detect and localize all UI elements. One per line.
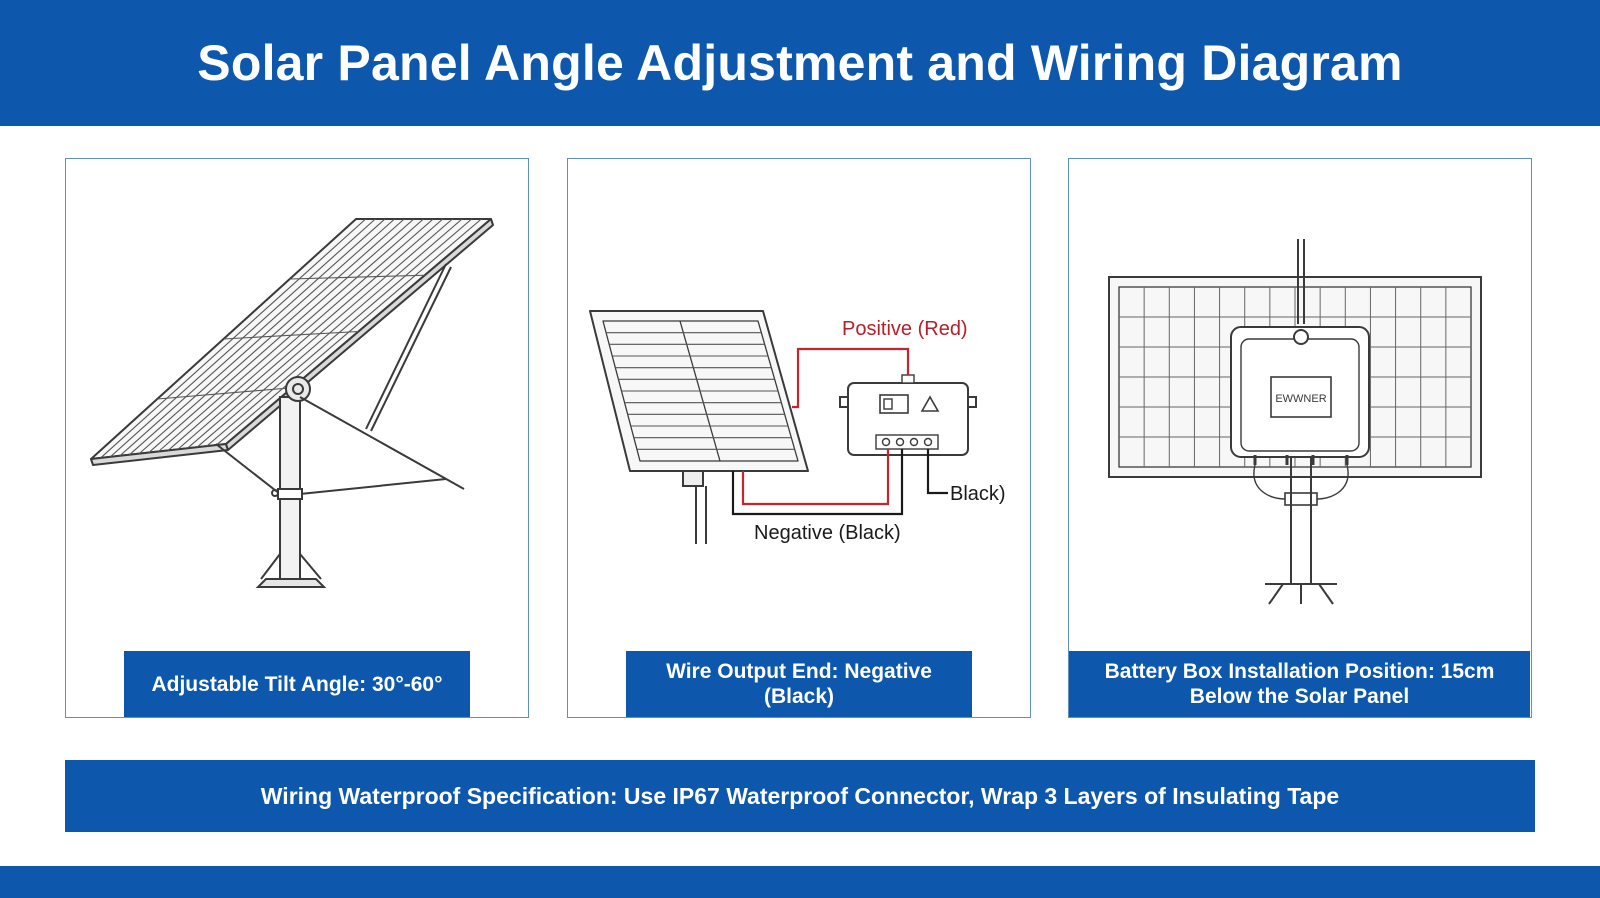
panel-battery-box: EWWNER Battery Box Installation Position… — [1068, 158, 1532, 718]
solar-cell-line — [157, 387, 293, 400]
battery-box-label: EWWNER — [1275, 393, 1326, 405]
page-title: Solar Panel Angle Adjustment and Wiring … — [197, 35, 1403, 91]
tilt-angle-caption-text: Adjustable Tilt Angle: 30°-60° — [151, 672, 443, 696]
negative-label: Negative (Black) — [754, 522, 901, 544]
wiring-illustration: Positive (Red) Black) Negative (Black) — [589, 310, 1006, 544]
tilt-stand-illustration — [90, 218, 494, 588]
battery-position-caption-line1: Battery Box Installation Position: 15cm — [1104, 660, 1495, 683]
wire-output-caption: Wire Output End: Negative (Black) — [626, 651, 972, 717]
waterproof-spec-banner: Wiring Waterproof Specification: Use IP6… — [65, 760, 1535, 832]
bottom-strip — [0, 866, 1600, 898]
panel-wiring: Positive (Red) Black) Negative (Black) W… — [567, 158, 1031, 718]
battery-position-caption: Battery Box Installation Position: 15cm … — [1069, 651, 1530, 717]
battery-position-caption-line2: Below the Solar Panel — [1189, 685, 1410, 708]
solar-cell-line — [289, 274, 425, 280]
positive-label: Positive (Red) — [842, 318, 968, 340]
tilt-angle-caption: Adjustable Tilt Angle: 30°-60° — [124, 651, 470, 717]
panel-tilt-angle: Adjustable Tilt Angle: 30°-60° — [65, 158, 529, 718]
black-label: Black) — [950, 483, 1006, 505]
battery-box-illustration: EWWNER — [1108, 239, 1482, 605]
header-banner: Solar Panel Angle Adjustment and Wiring … — [0, 0, 1600, 126]
solar-cell-line — [223, 330, 359, 340]
wire-output-caption-text: Wire Output End: Negative (Black) — [666, 660, 932, 708]
waterproof-spec-text: Wiring Waterproof Specification: Use IP6… — [260, 782, 1340, 809]
